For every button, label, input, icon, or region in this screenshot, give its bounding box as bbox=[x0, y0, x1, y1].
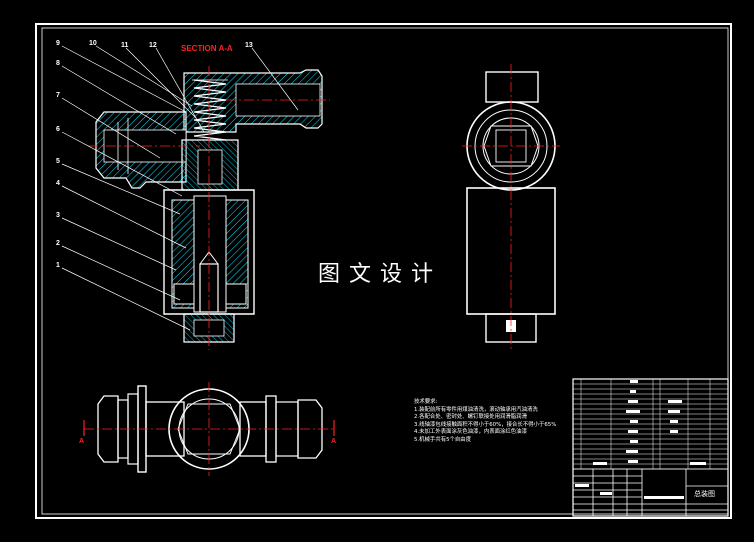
section-letter-right: A bbox=[331, 438, 337, 445]
callout-11: 11 bbox=[121, 42, 129, 49]
title-block-name: 总装图 bbox=[694, 490, 715, 498]
tech-item: 4.未加工外表面涂灰色油漆，内表面涂红色油漆 bbox=[414, 429, 527, 436]
tech-item: 5.机械手共有5个自由度 bbox=[414, 436, 472, 443]
side-view bbox=[462, 64, 560, 350]
callout-2: 2 bbox=[56, 240, 60, 247]
callout-6: 6 bbox=[56, 126, 60, 133]
technical-requirements: 技术要求: 1.装配前所有零件用煤油清洗，滚动轴承用汽油清洗 2.各配合处、密封… bbox=[414, 399, 570, 445]
tech-item: 3.线轴漆包线接触面积不得小于60%，接合长不得小于65% bbox=[414, 421, 557, 428]
callout-10: 10 bbox=[89, 40, 97, 47]
callout-13: 13 bbox=[245, 42, 253, 49]
callout-9: 9 bbox=[56, 40, 60, 47]
callout-5: 5 bbox=[56, 158, 60, 165]
callout-12: 12 bbox=[149, 42, 157, 49]
section-label: SECTION A-A bbox=[181, 44, 233, 53]
watermark: 图文设计 bbox=[318, 262, 443, 287]
section-view bbox=[61, 45, 330, 350]
callout-1: 1 bbox=[56, 262, 60, 269]
tech-item: 1.装配前所有零件用煤油清洗，滚动轴承用汽油清洗 bbox=[414, 406, 538, 413]
title-block bbox=[572, 378, 729, 517]
callout-8: 8 bbox=[56, 60, 60, 67]
top-view bbox=[83, 382, 336, 476]
outer-border bbox=[35, 23, 732, 519]
tech-heading: 技术要求: bbox=[414, 399, 438, 405]
inner-border bbox=[41, 27, 729, 515]
callout-7: 7 bbox=[56, 92, 60, 99]
callout-4: 4 bbox=[56, 180, 60, 187]
section-letter-left: A bbox=[79, 438, 85, 445]
callout-3: 3 bbox=[56, 212, 60, 219]
tech-item: 2.各配合处、密封处、螺钉联接处用润滑脂润滑 bbox=[414, 414, 527, 421]
